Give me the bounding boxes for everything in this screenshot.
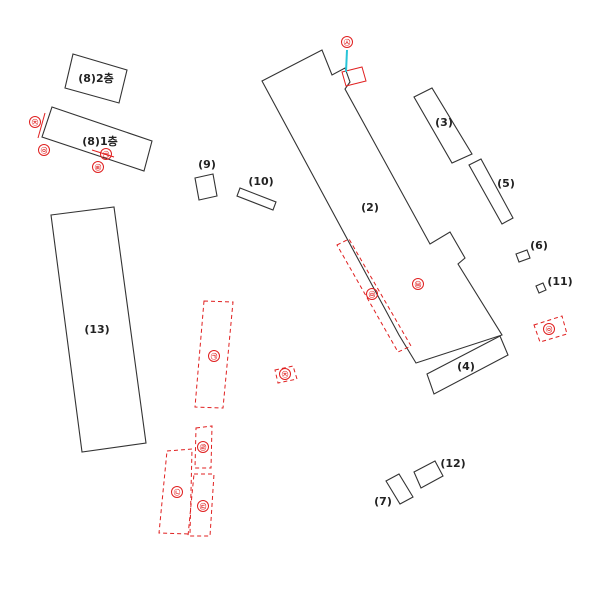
label-b5: (5) <box>497 177 515 190</box>
marker-cha: ㉨ <box>279 368 291 380</box>
highlight-line <box>345 49 348 73</box>
marker-pa: ㉫ <box>92 161 104 173</box>
label-b6: (6) <box>530 239 548 252</box>
building-3 <box>413 87 473 164</box>
label-b13: (13) <box>84 323 109 336</box>
marker-ta: ㉪ <box>100 148 112 160</box>
marker-ra: ㉣ <box>197 441 209 453</box>
proposed-area-left-of-2 <box>336 238 412 353</box>
building-8-1f <box>41 106 153 172</box>
marker-ja-top: ㉦ <box>341 36 353 48</box>
svg-text:㉧: ㉧ <box>546 325 553 334</box>
marker-ba: ㉥ <box>412 278 424 290</box>
proposed-area-bottom-left <box>158 448 193 535</box>
label-b8-1f: (8)1층 <box>82 134 117 148</box>
building-2-annex <box>341 66 367 87</box>
marker-ja-left1: ㉨ <box>29 116 41 128</box>
building-4 <box>426 335 509 395</box>
label-b3: (3) <box>435 116 453 129</box>
building-8-2f <box>64 53 128 104</box>
marker-da: ㉢ <box>197 500 209 512</box>
label-b7: (7) <box>374 495 392 508</box>
svg-text:㉨: ㉨ <box>282 370 289 379</box>
building-5 <box>468 158 514 225</box>
marker-na: ㉡ <box>171 486 183 498</box>
proposed-area-center-tall <box>194 300 234 409</box>
svg-text:㉫: ㉫ <box>95 163 102 172</box>
label-b4: (4) <box>457 360 475 373</box>
building-11 <box>535 282 547 294</box>
marker-line-8-left <box>37 112 46 139</box>
svg-text:㉪: ㉪ <box>103 150 110 159</box>
svg-text:㉥: ㉥ <box>415 280 422 289</box>
svg-text:㉠: ㉠ <box>211 352 218 361</box>
marker-a1: ㉧ <box>543 323 555 335</box>
label-b8-2f: (8)2층 <box>78 71 113 85</box>
svg-text:㉤: ㉤ <box>369 290 376 299</box>
label-b11: (11) <box>547 275 572 288</box>
svg-text:㉡: ㉡ <box>174 488 181 497</box>
label-b2: (2) <box>361 201 379 214</box>
marker-ga: ㉠ <box>208 350 220 362</box>
building-2 <box>261 49 503 364</box>
building-10 <box>236 187 277 211</box>
svg-text:㉦: ㉦ <box>344 38 351 47</box>
label-b12: (12) <box>440 457 465 470</box>
building-9 <box>194 173 218 201</box>
building-6 <box>515 249 531 263</box>
label-b10: (10) <box>248 175 273 188</box>
marker-line-8-bottom <box>91 149 115 158</box>
label-b9: (9) <box>198 158 216 171</box>
building-13 <box>50 206 147 453</box>
svg-text:㉢: ㉢ <box>200 502 207 511</box>
building-12 <box>413 460 444 489</box>
svg-text:㉧: ㉧ <box>41 146 48 155</box>
proposed-area-mid-small <box>194 425 213 469</box>
building-7 <box>385 473 414 505</box>
marker-ja-left2: ㉧ <box>38 144 50 156</box>
svg-text:㉣: ㉣ <box>200 443 207 452</box>
svg-text:㉨: ㉨ <box>32 118 39 127</box>
marker-ma: ㉤ <box>366 288 378 300</box>
